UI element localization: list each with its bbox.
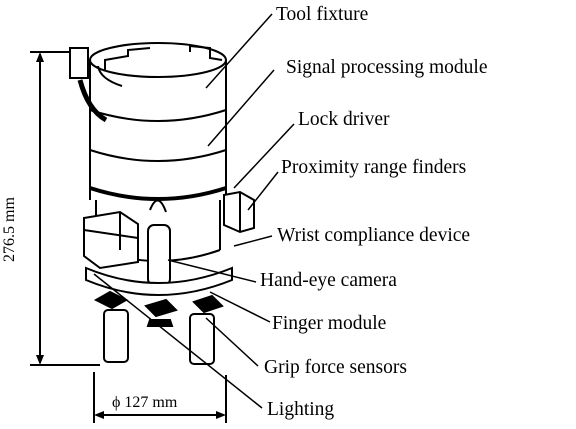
label-proximity-range-finders: Proximity range finders bbox=[281, 157, 467, 178]
leader-hand-eye-camera bbox=[167, 259, 257, 283]
leader-grip-force bbox=[205, 317, 259, 367]
leader-proximity bbox=[247, 171, 279, 211]
height-arrow-top bbox=[36, 52, 44, 62]
leader-tool-fixture bbox=[205, 13, 273, 89]
lighting-unit bbox=[147, 224, 171, 286]
label-lock-driver: Lock driver bbox=[298, 109, 390, 130]
leader-signal-processing bbox=[207, 69, 275, 147]
label-tool-fixture: Tool fixture bbox=[276, 4, 369, 25]
label-wrist-compliance-device: Wrist compliance device bbox=[277, 225, 471, 246]
diameter-arrow-right bbox=[216, 411, 226, 419]
finger-left bbox=[103, 309, 129, 363]
leader-finger-module bbox=[209, 291, 271, 323]
tool-fixture-rim bbox=[97, 65, 123, 87]
diameter-dimension-label: ϕ 127 mm bbox=[112, 394, 178, 411]
lock-driver-band bbox=[89, 186, 227, 201]
finger-right bbox=[189, 313, 215, 365]
top-handle bbox=[69, 47, 89, 79]
signal-module-band bbox=[89, 149, 227, 162]
height-arrow-bottom bbox=[36, 355, 44, 365]
label-signal-processing-module: Signal processing module bbox=[286, 57, 488, 78]
height-dimension-label: 276.5 mm bbox=[1, 197, 18, 262]
label-hand-eye-camera: Hand-eye camera bbox=[260, 270, 397, 291]
cable bbox=[77, 79, 108, 123]
finger-module-base bbox=[85, 266, 233, 296]
hand-eye-camera bbox=[83, 210, 139, 270]
label-finger-module: Finger module bbox=[272, 313, 387, 334]
label-lighting: Lighting bbox=[267, 399, 335, 420]
label-grip-force-sensors: Grip force sensors bbox=[264, 357, 407, 378]
leader-lighting bbox=[93, 273, 263, 409]
leader-wrist-compliance bbox=[233, 235, 273, 247]
diameter-arrow-left bbox=[94, 411, 104, 419]
tool-fixture-band bbox=[89, 109, 227, 122]
leader-lock-driver bbox=[233, 123, 295, 189]
